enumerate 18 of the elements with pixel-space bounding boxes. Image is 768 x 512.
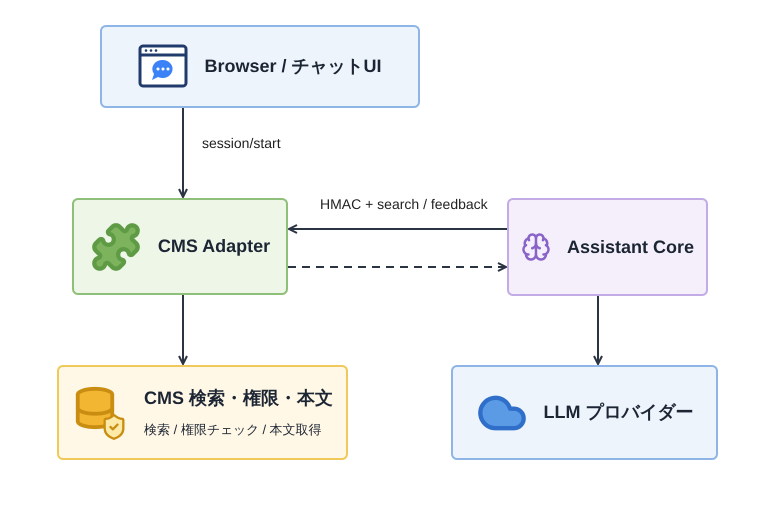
arrow — [593, 296, 603, 365]
node-subtitle: 検索 / 権限チェック / 本文取得 — [144, 421, 323, 440]
node-title: Assistant Core — [566, 236, 694, 258]
edge-label: HMAC + search / feedback — [318, 197, 490, 211]
edge-label: session/start — [200, 136, 283, 150]
arrow — [178, 295, 188, 365]
node-title: LLM プロバイダー — [544, 401, 694, 424]
arrow — [288, 224, 507, 234]
process-box — [72, 198, 288, 295]
node-title: CMS Adapter — [158, 235, 270, 258]
process-box — [57, 365, 348, 460]
node-title: CMS 検索・権限・本文 — [144, 387, 333, 410]
process-box — [100, 25, 420, 108]
arrow — [178, 108, 188, 198]
process-box — [451, 365, 718, 460]
node-title: Browser / チャットUI — [204, 55, 382, 78]
arrow — [288, 262, 507, 272]
process-box — [507, 198, 708, 296]
